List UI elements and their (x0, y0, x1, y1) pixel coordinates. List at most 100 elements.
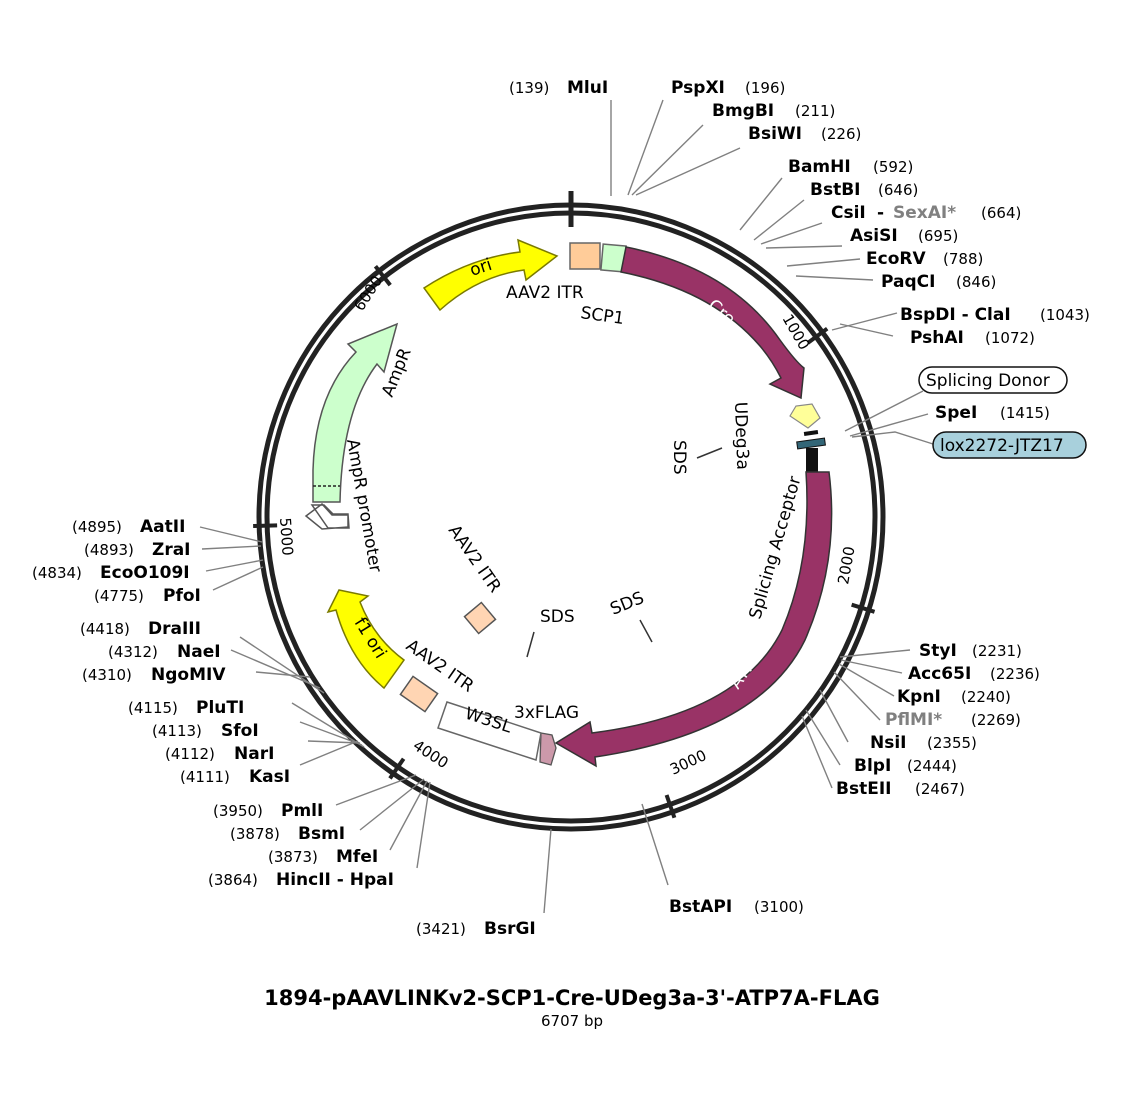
site-pflmi: PflMI* (885, 710, 942, 730)
site-pmli: PmlI (281, 801, 323, 821)
site-nari: NarI (234, 744, 274, 764)
site-hincii: HincII - HpaI (276, 870, 394, 890)
site-pfoi-pos: (4775) (94, 587, 144, 605)
site-sfoi-pos: (4113) (152, 722, 202, 740)
lox2272-marker[interactable] (796, 437, 826, 450)
site-ecorv-pos: (788) (943, 250, 983, 268)
site-nsii: NsiI (870, 733, 907, 753)
site-nsii-pos: (2355) (927, 734, 977, 752)
site-spei: SpeI (935, 403, 977, 423)
site-kpni: KpnI (897, 687, 941, 707)
site-paqci-pos: (846) (956, 273, 996, 291)
site-csii-sep: - (877, 203, 884, 223)
aav2-itr-mid-box[interactable] (463, 601, 497, 635)
tick-marks (253, 191, 876, 819)
site-bmgbi-pos: (211) (795, 102, 835, 120)
site-ecoo109i-pos: (4834) (32, 564, 82, 582)
site-asisi: AsiSI (850, 226, 898, 246)
ampr-feature-arrow[interactable] (312, 322, 399, 503)
atp7a-feature-arrow[interactable] (554, 471, 833, 768)
cre-feature-arrow[interactable] (620, 246, 805, 400)
site-naei-pos: (4312) (108, 643, 158, 661)
lox2272-callout[interactable] (932, 431, 1087, 459)
site-bsiwi: BsiWI (748, 124, 802, 144)
site-pmli-pos: (3950) (213, 802, 263, 820)
sds-label-2: SDS (607, 588, 647, 620)
w3sl-feature[interactable] (437, 701, 542, 761)
site-styi: StyI (919, 641, 957, 661)
site-bsrgi: BsrGI (484, 919, 536, 939)
site-ngomiv-pos: (4310) (82, 666, 132, 684)
site-styi-pos: (2231) (972, 642, 1022, 660)
site-sexai: SexAI* (893, 203, 956, 223)
3xflag-label: 3xFLAG (514, 703, 579, 723)
splicing-donor-callout[interactable] (918, 366, 1068, 394)
site-kasi: KasI (249, 767, 290, 787)
site-bstapi: BstAPI (669, 897, 732, 917)
site-bstbi-pos: (646) (878, 181, 918, 199)
site-ngomiv: NgoMIV (151, 665, 226, 685)
site-pluti-pos: (4115) (128, 699, 178, 717)
site-mfei-pos: (3873) (268, 848, 318, 866)
tick-5000 (253, 523, 278, 529)
site-bsiwi-pos: (226) (821, 125, 861, 143)
tick-label-4000: 4000 (410, 736, 452, 772)
ampr-promoter-label: AmpR promoter (342, 437, 385, 574)
site-zrai: ZraI (152, 540, 191, 560)
splicing-acceptor-stem (806, 448, 818, 472)
site-pfoi: PfoI (163, 586, 201, 606)
site-bsrgi-pos: (3421) (416, 920, 466, 938)
tick-label-5000: 5000 (276, 517, 297, 556)
site-csii: CsiI (831, 203, 866, 223)
plasmid-title: 1894-pAAVLINKv2-SCP1-Cre-UDeg3a-3'-ATP7A… (264, 986, 880, 1010)
spei-site-mark (803, 430, 819, 436)
site-spei-pos: (1415) (1000, 404, 1050, 422)
aav2-itr-top-label: AAV2 ITR (506, 283, 584, 303)
site-bspdi-pos: (1043) (1040, 306, 1090, 324)
site-mlui: MluI (567, 78, 608, 98)
splicing-donor-callout-label: Splicing Donor (926, 371, 1050, 391)
sds-label-1: SDS (669, 440, 689, 475)
tick-2000 (851, 602, 876, 614)
site-nari-pos: (4112) (165, 745, 215, 763)
site-kpni-pos: (2240) (961, 688, 1011, 706)
tick-label-3000: 3000 (667, 746, 709, 778)
site-bamhi: BamHI (788, 157, 851, 177)
site-ecoo109i: EcoO109I (100, 563, 190, 583)
site-pflmi-pos: (2269) (971, 711, 1021, 729)
scp1-label: SCP1 (579, 303, 625, 329)
sds-label-3: SDS (540, 607, 575, 627)
site-pshai-pos: (1072) (985, 329, 1035, 347)
udeg3a-leader (696, 447, 723, 459)
site-hincii-pos: (3864) (208, 871, 258, 889)
aav2-itr-mid-label: AAV2 ITR (444, 521, 505, 596)
site-csii-pos: (664) (981, 204, 1021, 222)
site-paqci: PaqCI (881, 272, 935, 292)
site-bsmi-pos: (3878) (230, 825, 280, 843)
site-sfoi: SfoI (221, 721, 259, 741)
site-bmgbi: BmgBI (712, 101, 774, 121)
site-zrai-pos: (4893) (84, 541, 134, 559)
sds-2-leader (639, 619, 653, 643)
tick-6000 (373, 265, 392, 287)
aav2-itr-top-box[interactable] (569, 242, 601, 270)
site-pluti: PluTI (196, 698, 244, 718)
ampr-promoter-arrow[interactable] (304, 502, 350, 530)
site-pspxi-pos: (196) (745, 79, 785, 97)
3xflag-feature[interactable] (539, 732, 557, 766)
site-naei: NaeI (177, 642, 221, 662)
f1-ori-feature-arrow[interactable] (326, 589, 406, 690)
site-bstbi: BstBI (810, 180, 861, 200)
site-kasi-pos: (4111) (180, 768, 230, 786)
tick-label-2000: 2000 (834, 545, 858, 586)
site-mlui-pos: (139) (509, 79, 549, 97)
splicing-donor-marker[interactable] (789, 403, 821, 429)
site-bamhi-pos: (592) (873, 158, 913, 176)
site-bspdi: BspDI - ClaI (900, 305, 1011, 325)
udeg3a-label: UDeg3a (730, 401, 752, 470)
ori-feature-arrow[interactable] (422, 238, 559, 312)
aav2-itr-bottom-box[interactable] (399, 675, 439, 713)
site-aatii-pos: (4895) (72, 518, 122, 536)
site-acc65i-pos: (2236) (990, 665, 1040, 683)
lox2272-callout-label: lox2272-JTZ17 (940, 436, 1064, 456)
